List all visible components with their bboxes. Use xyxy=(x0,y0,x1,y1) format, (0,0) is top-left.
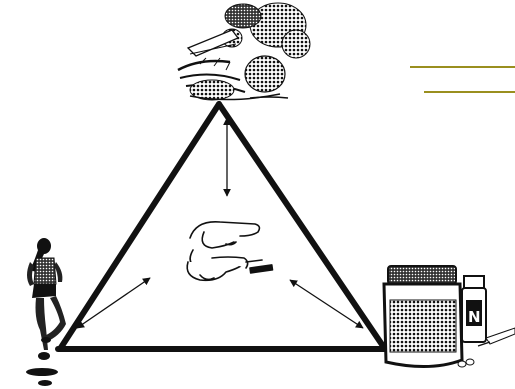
triangle-edge-left xyxy=(60,104,219,349)
finger-prick-icon xyxy=(187,222,272,281)
vial-label: N xyxy=(468,308,481,326)
runner-icon xyxy=(26,238,66,386)
vegetables-icon xyxy=(178,3,310,100)
medication-icon: N xyxy=(384,266,515,367)
